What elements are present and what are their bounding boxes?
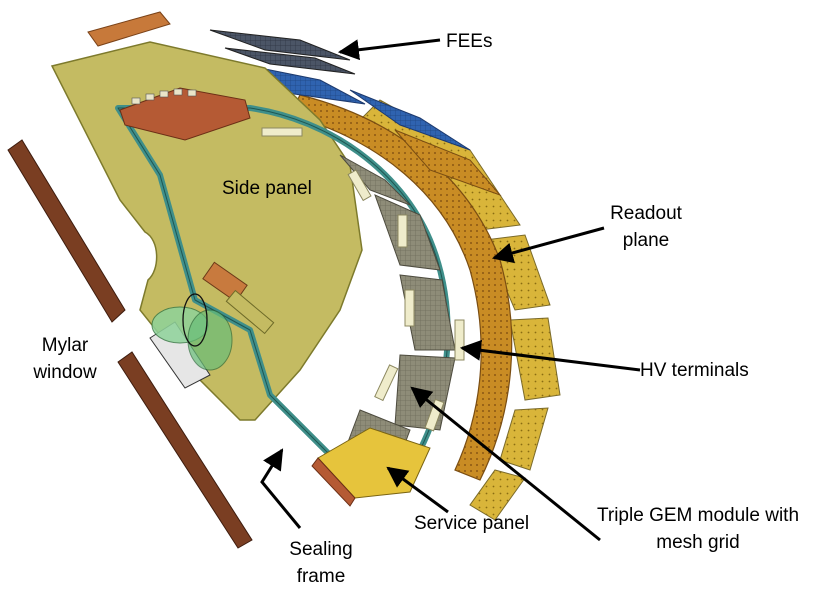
- sealing-frame-label-line-1: Sealing: [289, 539, 353, 560]
- readout-plane-label-line-1: Readout: [610, 203, 682, 224]
- readout-plane-label: Readout plane: [604, 200, 688, 254]
- sealing-frame-label: Sealing frame: [276, 536, 366, 590]
- leader-arrows: [260, 38, 641, 542]
- hv-terminal-strips: [261, 127, 465, 432]
- triple-gem-label: Triple GEM module with mesh grid: [578, 502, 818, 556]
- readout-plane-shape: [289, 94, 513, 481]
- side-panel-label: Side panel: [222, 178, 312, 199]
- mylar-window-label: Mylar window: [20, 332, 110, 386]
- mylar-window-upper: [7, 139, 126, 323]
- triple-gem-label-line-2: mesh grid: [656, 532, 740, 553]
- service-panel-label: Service panel: [414, 513, 530, 534]
- readout-plane-label-line-2: plane: [622, 230, 670, 251]
- mylar-window-label-line-1: Mylar: [41, 335, 89, 356]
- top-block: [87, 11, 171, 47]
- hv-terminals-label: HV terminals: [640, 360, 749, 381]
- top-service-panel: [119, 87, 251, 141]
- fees-label: FEEs: [446, 31, 493, 52]
- mylar-window-label-line-2: window: [33, 362, 97, 383]
- window-feedthrough: [149, 293, 233, 389]
- central-latch: [202, 261, 275, 335]
- sealing-frame-label-line-2: frame: [296, 566, 346, 587]
- mylar-window-lower: [117, 351, 253, 549]
- triple-gem-label-line-1: Triple GEM module with: [596, 505, 800, 526]
